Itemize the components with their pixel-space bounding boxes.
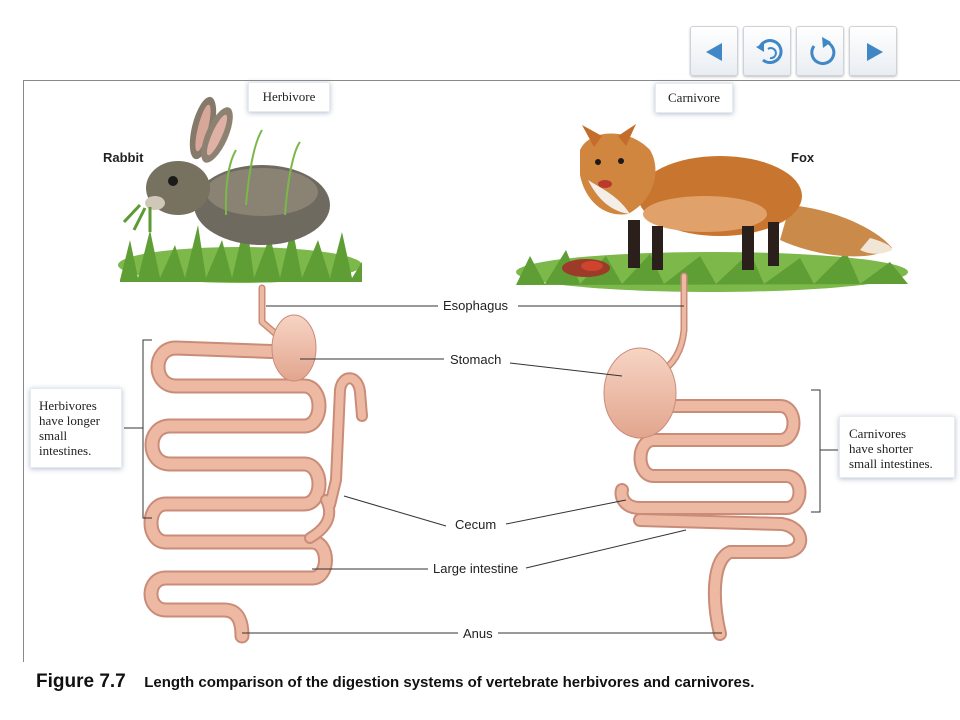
herbivore-digestive-tract xyxy=(143,284,368,644)
herbivore-note-line-4: intestines. xyxy=(39,443,92,458)
previous-button[interactable] xyxy=(690,26,738,76)
herbivore-note-line-1: Herbivores xyxy=(39,398,97,413)
stomach-label: Stomach xyxy=(450,352,502,367)
cecum-label: Cecum xyxy=(455,517,497,532)
carnivore-digestive-tract xyxy=(614,272,808,641)
replay-button[interactable] xyxy=(796,26,844,76)
circular-back-arrow-icon xyxy=(756,39,783,65)
fox-grass xyxy=(516,250,908,292)
herbivore-note-line-2: have longer xyxy=(39,413,101,428)
frame-border-left xyxy=(23,80,24,662)
anus-label: Anus xyxy=(463,626,493,641)
herbivore-note: Herbivores have longer small intestines. xyxy=(30,388,122,468)
figure-caption: Figure 7.7 Length comparison of the dige… xyxy=(36,671,754,693)
esophagus-label: Esophagus xyxy=(443,298,509,313)
rabbit-grass xyxy=(118,218,362,283)
carnivore-label: Carnivore xyxy=(655,83,733,113)
rabbit-label: Rabbit xyxy=(103,150,144,165)
back-button[interactable] xyxy=(743,26,791,76)
rabbit-drawing xyxy=(122,96,330,245)
circular-replay-arrow-icon xyxy=(810,37,836,66)
carnivore-bracket xyxy=(811,389,821,513)
herbivore-bracket xyxy=(142,339,152,519)
figure-number: Figure 7.7 xyxy=(36,671,126,692)
right-triangle-icon xyxy=(867,43,883,61)
large-intestine-label: Large intestine xyxy=(433,561,519,576)
carnivore-note-line-1: Carnivores xyxy=(849,426,907,441)
carnivore-note-line-2: have shorter xyxy=(849,441,913,456)
fox-drawing xyxy=(580,124,892,270)
left-triangle-icon xyxy=(706,43,722,61)
leader-lines xyxy=(242,305,722,634)
fox-label: Fox xyxy=(791,150,815,165)
next-button[interactable] xyxy=(849,26,897,76)
figure-caption-text: Length comparison of the digestion syste… xyxy=(144,674,755,691)
carnivore-note: Carnivores have shorter small intestines… xyxy=(839,416,955,478)
herbivore-label: Herbivore xyxy=(248,82,330,112)
frame-border-top xyxy=(24,80,960,81)
herbivore-note-line-3: small xyxy=(39,428,68,443)
carnivore-note-line-3: small intestines. xyxy=(849,456,933,471)
carnivore-stomach xyxy=(603,347,677,439)
herbivore-stomach xyxy=(271,314,317,382)
